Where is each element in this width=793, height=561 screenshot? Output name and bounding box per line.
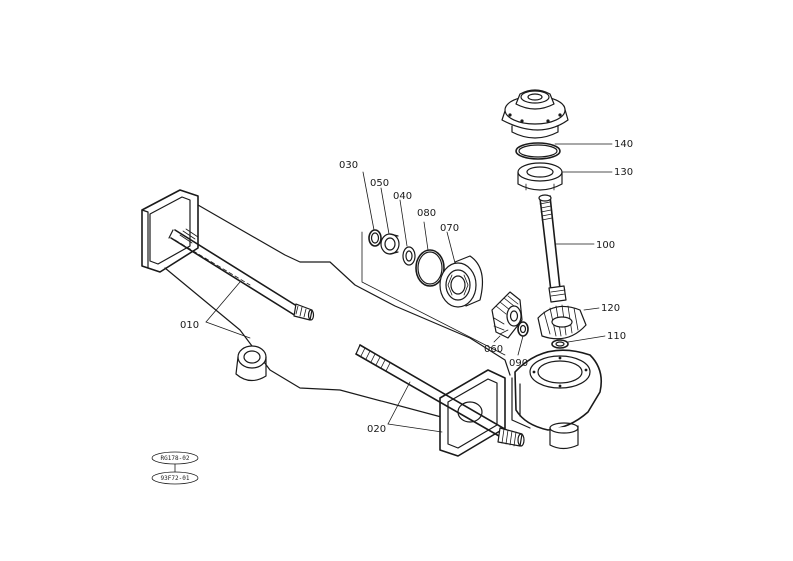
- label-100: 100: [596, 240, 615, 251]
- bearing-130: [517, 162, 563, 191]
- label-140: 140: [614, 139, 633, 150]
- label-020: 020: [367, 424, 386, 435]
- label-130: 130: [614, 167, 633, 178]
- bevel-pinion-120: [537, 304, 587, 340]
- bevel-gear-060: [491, 291, 523, 339]
- label-030: 030: [339, 160, 358, 171]
- o-ring-080: [415, 249, 445, 287]
- reference-code-stamp: RG178-02 93F72-01: [151, 451, 199, 485]
- collar-040: [402, 246, 416, 266]
- ring-050: [380, 233, 400, 255]
- label-080: 080: [417, 208, 436, 219]
- bearing-070: [439, 255, 483, 308]
- label-110: 110: [607, 331, 626, 342]
- o-ring-140: [515, 142, 561, 160]
- washer-110: [551, 339, 569, 349]
- vertical-shaft-100: [538, 194, 567, 303]
- callout-labels: 030 050 040 080 070 140 130 100 120 110 …: [180, 139, 633, 435]
- label-010: 010: [180, 320, 199, 331]
- circlip-030: [368, 229, 382, 247]
- axle-housing: [141, 189, 603, 457]
- ref-code-upper: RG178-02: [161, 455, 190, 462]
- axle-shaft-010: [168, 228, 315, 321]
- washer-090: [517, 321, 529, 337]
- label-120: 120: [601, 303, 620, 314]
- upper-hub-housing: [501, 89, 569, 139]
- label-090: 090: [509, 358, 528, 369]
- label-070: 070: [440, 223, 459, 234]
- leader-lines: [205, 143, 613, 433]
- label-040: 040: [393, 191, 412, 202]
- assembly-bracket-line: [361, 231, 506, 356]
- axle-shaft-020: [355, 344, 525, 447]
- label-060: 060: [484, 344, 503, 355]
- ref-code-lower: 93F72-01: [161, 475, 190, 482]
- label-050: 050: [370, 178, 389, 189]
